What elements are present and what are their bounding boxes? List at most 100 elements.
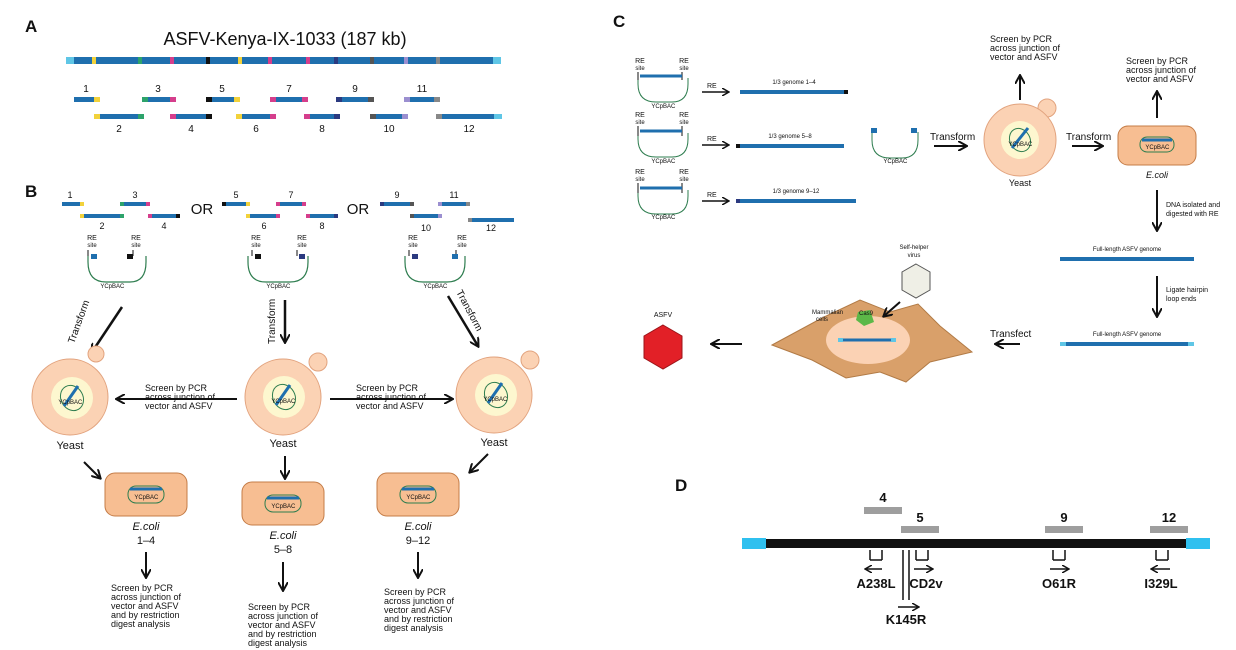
site-label: site <box>457 243 467 249</box>
screen-pcr-text: Screen by PCR across junction of vector … <box>356 383 427 411</box>
c-yeast-cell: YCp BAC <box>983 98 1057 177</box>
fragment-end <box>206 114 212 119</box>
genome-end-left <box>66 57 74 64</box>
vector-label-sub: BAC <box>283 504 296 510</box>
ecoli-label: E.coli <box>133 521 160 533</box>
b-vector-3: RE site RE site YCp BAC <box>404 235 467 290</box>
asfv-label: ASFV <box>654 312 673 319</box>
vector-label-sub: BAC <box>418 495 431 501</box>
screen-line: Screen by PCR <box>384 587 447 597</box>
fragment-2 <box>94 114 144 119</box>
b-fragment-end <box>176 214 180 218</box>
junction-mark <box>238 57 242 64</box>
mammalian-line: Mammalian <box>812 310 843 316</box>
range-label: 1–4 <box>137 535 155 547</box>
vector-label: YCp <box>100 284 112 290</box>
screen-line: Screen by PCR <box>111 583 174 593</box>
b-fragment-label: 8 <box>319 221 324 231</box>
screen-line: vector and ASFV <box>111 601 179 611</box>
vector-label-sub: BAC <box>1157 145 1170 151</box>
gene-label: O61R <box>1042 576 1077 591</box>
re-label: RE <box>635 112 645 119</box>
vector-label: YCp <box>651 159 663 165</box>
screen-pcr-text: Screen by PCR across junction of vector … <box>145 383 216 411</box>
vector-insert-end <box>127 254 133 259</box>
screen-line: vector and ASFV <box>248 620 316 630</box>
b-fragment <box>120 202 150 206</box>
re-label: RE <box>707 136 717 143</box>
screen-line: Screen by PCR <box>356 383 419 393</box>
screen-line: digest analysis <box>111 619 171 629</box>
self-helper-virus: Self-helper virus <box>899 245 931 299</box>
re-label: RE <box>251 235 261 242</box>
b-fragment-label: 9 <box>394 190 399 200</box>
re-label: RE <box>297 235 307 242</box>
site-label: site <box>408 243 418 249</box>
b-fragment-label: 12 <box>486 223 496 233</box>
re-label: RE <box>707 192 717 199</box>
fragment-label: 5 <box>916 510 923 525</box>
screen-line: and by restriction <box>384 614 453 624</box>
fragment-1 <box>74 97 100 102</box>
ecoli-label: E.coli <box>270 530 297 542</box>
vector-label-sub: BAC <box>283 399 296 405</box>
arrow <box>83 461 100 478</box>
screen-line: vector and ASFV <box>145 401 213 411</box>
b-fragment-label: 3 <box>132 190 137 200</box>
genome-title: ASFV-Kenya-IX-1033 (187 kb) <box>163 29 406 49</box>
screen-line: digest analysis <box>248 638 308 648</box>
b-fragment-end <box>466 202 470 206</box>
b-fragment-end <box>148 214 152 218</box>
c-vector-1: RE site RE site YCp BAC <box>635 58 689 110</box>
re-label: RE <box>707 83 717 90</box>
helper-line: virus <box>908 253 921 259</box>
fragment-label: 6 <box>253 124 259 135</box>
fragment-end <box>170 114 176 119</box>
b-fragment-end <box>146 202 150 206</box>
b-fragment <box>276 202 306 206</box>
panel-d: D 4 5 9 12 A238L CD2v K145R <box>675 476 1210 627</box>
fragment-end <box>206 97 212 102</box>
arrow <box>884 301 901 316</box>
site-label: site <box>131 243 141 249</box>
vector-label: YCp <box>266 284 278 290</box>
third-label: 1/3 genome 9–12 <box>773 189 820 195</box>
fragment-9 <box>336 97 374 102</box>
third-genome-1 <box>740 90 848 94</box>
vector-label-sub: BAC <box>663 215 676 221</box>
range-label: 9–12 <box>406 535 430 547</box>
fragment-end <box>368 97 374 102</box>
junction-mark <box>138 57 142 64</box>
range-label: 5–8 <box>274 544 292 556</box>
vector-label-sub: BAC <box>1020 142 1033 148</box>
fragment-end <box>302 97 308 102</box>
screen-line: across junction of <box>356 392 427 402</box>
re-label: RE <box>457 235 467 242</box>
fragment-label: 9 <box>352 84 358 95</box>
yeast-cell: YCp BAC <box>244 352 328 436</box>
fragment-label: 8 <box>319 124 325 135</box>
fragment-label: 2 <box>116 124 122 135</box>
re-label: RE <box>679 169 689 176</box>
fragment-bar-9 <box>1045 526 1083 533</box>
vector-label: YCp <box>883 159 895 165</box>
fragment-end <box>270 114 276 119</box>
ecoli-cell: YCp BAC <box>104 472 188 517</box>
fragment-label: 12 <box>1162 510 1176 525</box>
gene-label: CD2v <box>909 576 943 591</box>
b-fragment-label: 7 <box>288 190 293 200</box>
hairpin-end <box>1188 342 1194 346</box>
b-fragment-end <box>302 202 306 206</box>
hairpin-end <box>1060 342 1066 346</box>
screen-line: vector and ASFV <box>356 401 424 411</box>
full-length-label: Full-length ASFV genome <box>1093 247 1162 253</box>
junction-mark <box>268 57 272 64</box>
panel-b: B 1 3 2 4 OR 5 7 6 8 OR <box>25 182 540 648</box>
fragment-end <box>142 97 148 102</box>
screen-line: across junction of <box>384 596 455 606</box>
b-fragment-label: 1 <box>67 190 72 200</box>
gene-marker-cd2v: CD2v <box>909 550 943 591</box>
b-fragment <box>222 202 250 206</box>
fragment-5 <box>206 97 240 102</box>
b-fragment-end <box>120 214 124 218</box>
